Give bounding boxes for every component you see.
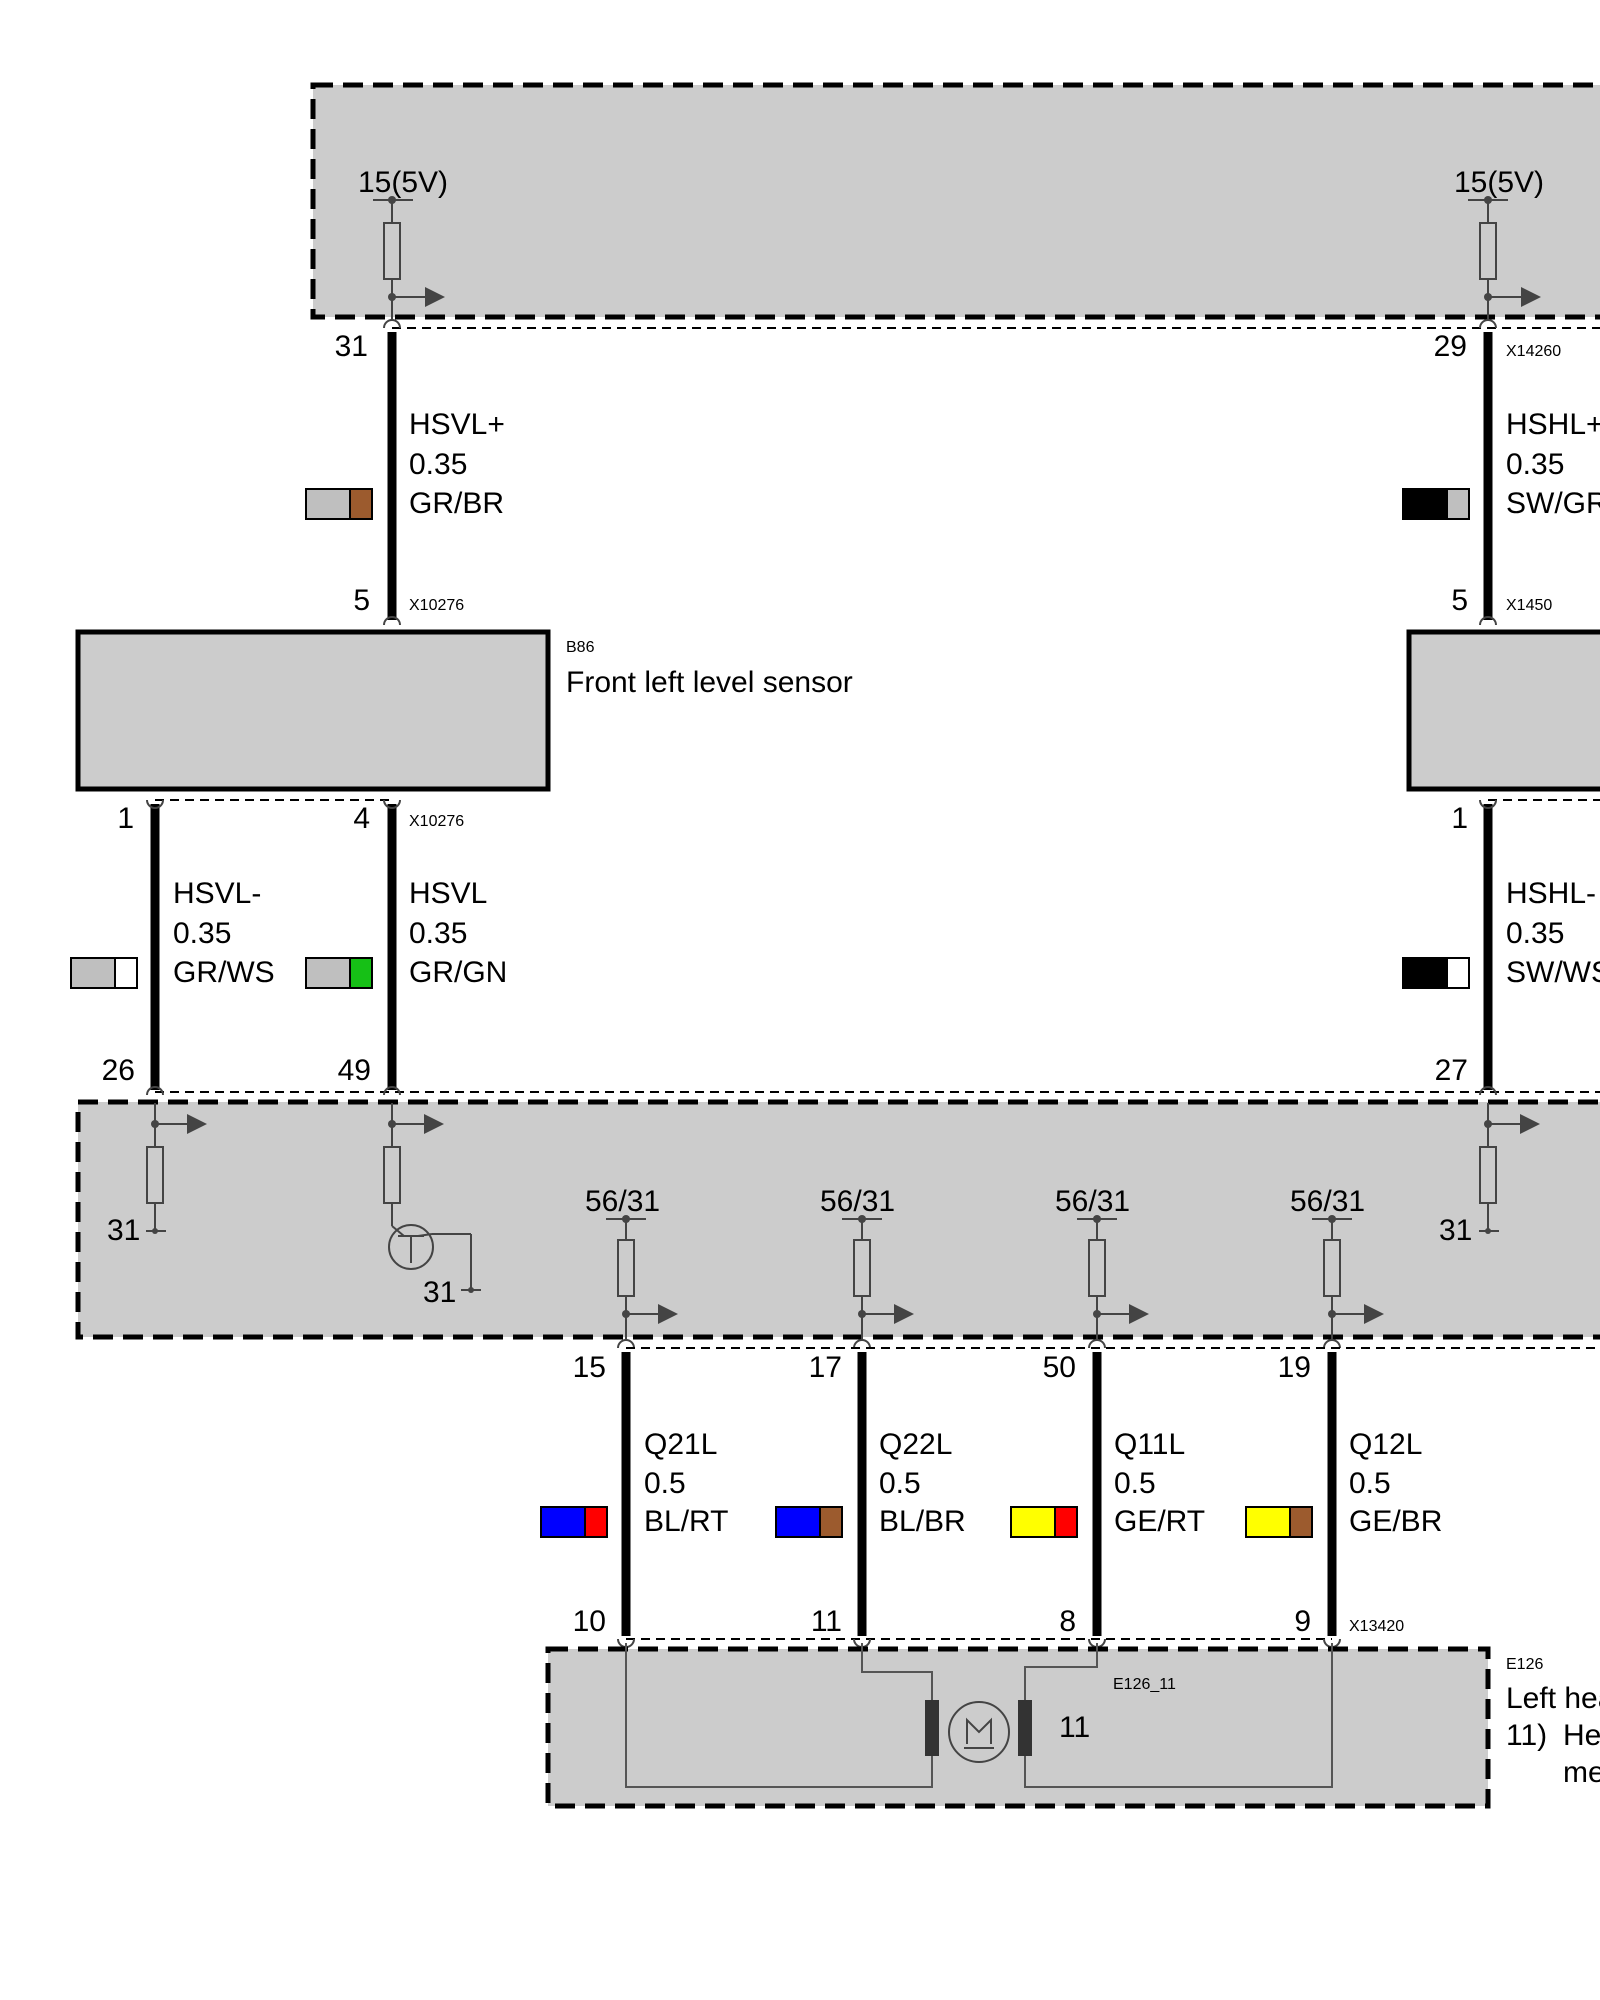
supply-label-right: 15(5V) [1454,166,1544,199]
wire-hshl-minus-color-swatch [1402,957,1470,989]
wire-q12l-signal: Q12L [1349,1428,1422,1461]
output-stage-q22l [842,1215,914,1349]
wire-q21l-gauge: 0.5 [644,1467,686,1500]
wire-q21l-pin-bottom: 10 [573,1605,606,1638]
wire-q12l-pin-top: 19 [1278,1351,1311,1384]
connector-arc-hsvl-minus [146,799,164,809]
connector-id-mid-right: X1450 [1506,597,1552,614]
wire-hsvl-gauge: 0.35 [409,917,467,950]
wire-q12l-pin-bottom: 9 [1294,1605,1311,1638]
component-note-line1-e126: He [1563,1719,1600,1752]
wire-hsvl-minus-color-code: GR/WS [173,956,275,989]
wire-hsvl-minus-color-swatch [70,957,138,989]
wire-q12l-color-swatch [1245,1506,1313,1538]
wire-q11l-signal: Q11L [1114,1428,1185,1461]
wire-hshl-minus-signal: HSHL- [1506,877,1596,910]
wire-hsvl-minus-gauge: 0.35 [173,917,231,950]
wire-hshl-minus-pin-bottom: 27 [1435,1054,1468,1087]
wire-q22l-pin-bottom: 11 [811,1605,842,1638]
output-stage-q21l [606,1215,678,1349]
component-name-e126: Left hea [1506,1682,1600,1715]
component-note-number-e126: 11) [1506,1719,1547,1752]
wire-hsvl-plus-color-swatch [305,488,373,520]
wire-hshl-plus-pin-top: 29 [1434,330,1467,363]
connector-id-mid-left: X10276 [409,813,464,830]
main-control-unit-box [75,1099,1600,1340]
wire-hsvl-signal: HSVL [409,877,487,910]
component-id-e126: E126 [1506,1656,1543,1673]
connector-id-lower: X13420 [1349,1618,1404,1635]
actuator-internal-wiring [625,1643,1333,1788]
supply-circuit-left [373,196,445,329]
wire-q21l-signal: Q21L [644,1428,717,1461]
connector-arc-right-sensor-top [1479,616,1497,626]
motor-icon [948,1701,1010,1763]
top-control-unit-box [310,82,1600,320]
wire-hsvl-plus-pin-bottom: 5 [353,584,370,617]
wire-hsvl-minus-pin-bottom: 26 [102,1054,135,1087]
component-note-line2-e126: me [1563,1756,1600,1789]
wire-hsvl-plus-pin-top: 31 [335,330,368,363]
pwm-supply-label-q21l: 56/31 [585,1185,660,1218]
wire-q12l-gauge: 0.5 [1349,1467,1391,1500]
wire-q21l-pin-top: 15 [573,1351,606,1384]
wire-q22l-color-swatch [775,1506,843,1538]
ground-label-27: 31 [1439,1214,1472,1247]
component-name-b86: Front left level sensor [566,666,853,699]
level-sensor-right-box [1406,629,1600,792]
ground-label-26: 31 [107,1214,140,1247]
wire-q22l-gauge: 0.5 [879,1467,921,1500]
wire-q22l-signal: Q22L [879,1428,952,1461]
wire-hsvl-minus-signal: HSVL- [173,877,261,910]
component-sub-id-e126: E126_11 [1113,1676,1176,1693]
wire-hsvl-plus-gauge: 0.35 [409,448,467,481]
pulldown-circuit-26 [146,1086,207,1234]
motor-label: 11 [1059,1711,1090,1744]
wire-hshl-plus-pin-bottom: 5 [1451,584,1468,617]
wire-hshl-plus-gauge: 0.35 [1506,448,1564,481]
connector-id-upper-right: X14260 [1506,343,1561,360]
wire-hsvl-minus-pin-top: 1 [117,802,134,835]
wire-q11l-color-swatch [1010,1506,1078,1538]
wire-hsvl-pin-bottom: 49 [338,1054,371,1087]
wire-q21l-color-swatch [540,1506,608,1538]
connector-id-upper-left: X10276 [409,597,464,614]
wire-q12l-color-code: GE/BR [1349,1505,1442,1538]
wire-hsvl-pin-top: 4 [353,802,370,835]
wire-hsvl-plus-signal: HSVL+ [409,408,505,441]
wire-q22l-color-code: BL/BR [879,1505,966,1538]
pwm-supply-label-q12l: 56/31 [1290,1185,1365,1218]
wire-q11l-gauge: 0.5 [1114,1467,1156,1500]
pwm-supply-label-q22l: 56/31 [820,1185,895,1218]
transistor-circuit-49 [383,1086,481,1293]
output-stage-q12l [1312,1215,1384,1349]
ground-label-49: 31 [423,1276,456,1309]
connector-arc-b86-top [383,616,401,626]
pulldown-circuit-27 [1479,1086,1540,1234]
wire-hshl-minus-gauge: 0.35 [1506,917,1564,950]
supply-label-left: 15(5V) [358,166,448,199]
wire-q11l-pin-top: 50 [1043,1351,1076,1384]
pwm-supply-label-q11l: 56/31 [1055,1185,1130,1218]
wire-hshl-plus-signal: HSHL+ [1506,408,1600,441]
wire-q21l-color-code: BL/RT [644,1505,728,1538]
component-id-b86: B86 [566,639,595,656]
supply-circuit-right [1468,196,1541,329]
level-sensor-b86-box [75,629,551,792]
wire-hshl-minus-color-code: SW/WS [1506,956,1600,989]
wire-q22l-pin-top: 17 [809,1351,842,1384]
wire-hsvl-color-code: GR/GN [409,956,507,989]
wire-q11l-color-code: GE/RT [1114,1505,1205,1538]
wire-hshl-minus-pin-top: 1 [1451,802,1468,835]
output-stage-q11l [1077,1215,1149,1349]
wire-hshl-plus-color-swatch [1402,488,1470,520]
wire-hshl-plus-color-code: SW/GR [1506,487,1600,520]
wire-hsvl-color-swatch [305,957,373,989]
connector-arc-hsvl [383,799,401,809]
connector-arc-hshl-minus [1479,799,1497,809]
wire-hsvl-plus-color-code: GR/BR [409,487,504,520]
wire-q11l-pin-bottom: 8 [1059,1605,1076,1638]
